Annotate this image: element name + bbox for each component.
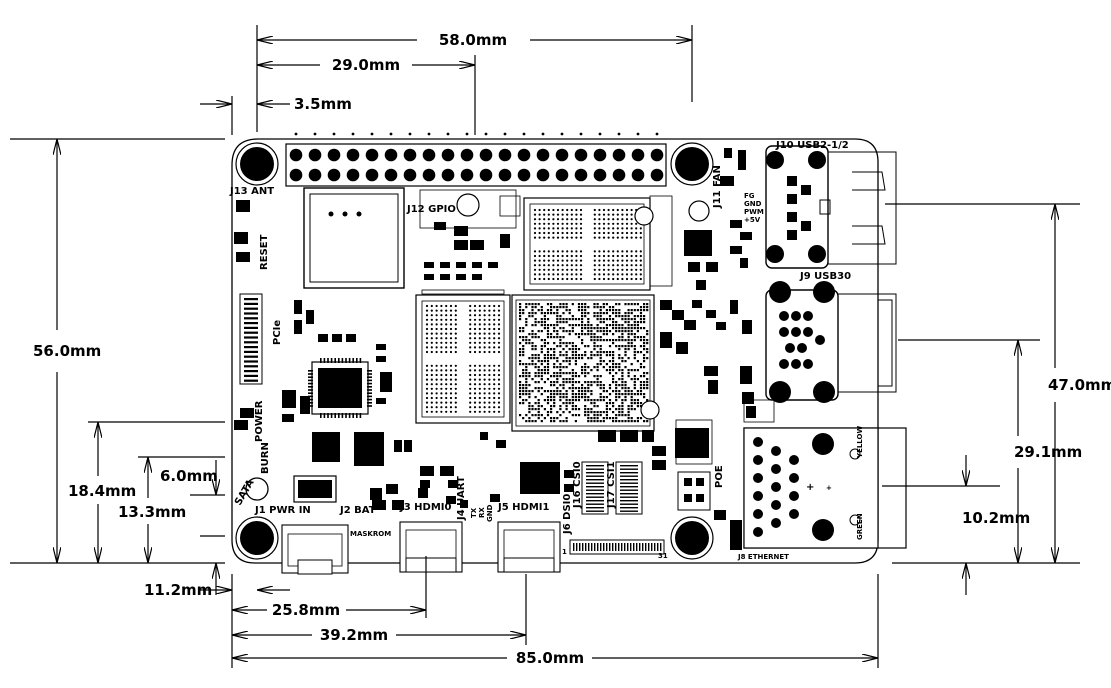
- pcie-controller: [308, 358, 372, 418]
- passive-components: [234, 148, 791, 550]
- label-reset: RESET: [259, 234, 270, 270]
- label-j2: J2 BAT: [339, 505, 376, 516]
- label-poe: POE: [714, 465, 725, 488]
- dim-bottom-11-2: 11.2mm: [144, 581, 212, 599]
- label-fan-pin-1: GND: [744, 200, 762, 208]
- label-j3: J3 HDMI0: [399, 502, 452, 513]
- label-maskrom: MASKROM: [350, 530, 391, 538]
- svg-text:+: +: [826, 484, 832, 492]
- label-pin1: 1: [562, 548, 567, 556]
- poe-header: [677, 471, 711, 511]
- dim-bottom-39-2: 39.2mm: [320, 626, 388, 644]
- svg-text:+: +: [806, 482, 814, 493]
- burn-button: [245, 477, 269, 501]
- label-j6: J6 DSI0: [562, 494, 573, 535]
- label-j5: J5 HDMI1: [497, 502, 550, 513]
- dim-left-6: 6.0mm: [160, 467, 218, 485]
- dim-bottom-85: 85.0mm: [516, 649, 584, 667]
- csi-connectors: [581, 461, 643, 515]
- label-j9: J9 USB30: [799, 271, 851, 282]
- label-uart-gnd: GND: [486, 504, 494, 522]
- label-j17: J17 CSI1: [606, 461, 617, 509]
- soc-chip: [511, 294, 655, 432]
- label-j11: J11 FAN: [712, 165, 723, 209]
- bottom-port-hdmi0: [399, 521, 463, 573]
- label-j1: J1 PWR IN: [254, 505, 311, 516]
- label-power: POWER: [254, 400, 265, 442]
- label-j4: J4 UART: [456, 476, 467, 521]
- label-burn: BURN: [260, 442, 271, 474]
- dim-right-47: 47.0mm: [1048, 376, 1111, 394]
- label-uart-tx: TX: [470, 507, 478, 518]
- ethernet-connector: + +: [743, 427, 907, 549]
- memory-chip-left: [415, 294, 511, 424]
- label-uart-rx: RX: [478, 507, 486, 518]
- dim-right-29-1: 29.1mm: [1014, 443, 1082, 461]
- label-pcie: PCIe: [272, 320, 283, 345]
- label-j10: J10 USB2-1/2: [775, 140, 849, 151]
- dim-top-3-5: 3.5mm: [294, 95, 352, 113]
- bottom-port-pwr: [281, 524, 349, 575]
- label-j16: J16 CSI0: [572, 461, 583, 509]
- dim-top-29: 29.0mm: [332, 56, 400, 74]
- label-j8: J8 ETHERNET: [737, 553, 789, 561]
- dim-top-58: 58.0mm: [439, 31, 507, 49]
- battery-connector: [293, 432, 384, 503]
- dimension-lines: [10, 25, 1080, 668]
- bottom-port-hdmi1: [497, 521, 561, 573]
- label-fan-pin-0: FG: [744, 192, 755, 200]
- label-j13: J13 ANT: [229, 186, 274, 197]
- dim-left-56: 56.0mm: [33, 342, 101, 360]
- label-j12: J12 GPIO: [406, 204, 456, 215]
- dim-bottom-25-8: 25.8mm: [272, 601, 340, 619]
- board-labels: J10 USB2-1/2 J9 USB30 J8 ETHERNET J13 AN…: [229, 140, 864, 561]
- label-yellow: YELLOW: [856, 426, 864, 459]
- memory-chip-top: [523, 197, 651, 291]
- label-fan-pin-3: +5V: [744, 216, 761, 224]
- label-pin31: 31: [658, 552, 668, 560]
- gpio-header: [285, 132, 667, 187]
- label-green: GREEN: [856, 513, 864, 540]
- usb-hub-chip: [675, 230, 712, 458]
- usb2-connector: [765, 145, 897, 269]
- usb3-connector: [765, 281, 897, 403]
- wifi-module: [303, 187, 405, 289]
- dim-right-10-2: 10.2mm: [962, 509, 1030, 527]
- dsi-connector: [569, 539, 665, 555]
- dim-left-13-3: 13.3mm: [118, 503, 186, 521]
- label-fan-pin-2: PWM: [744, 208, 764, 216]
- dim-left-18-4: 18.4mm: [68, 482, 136, 500]
